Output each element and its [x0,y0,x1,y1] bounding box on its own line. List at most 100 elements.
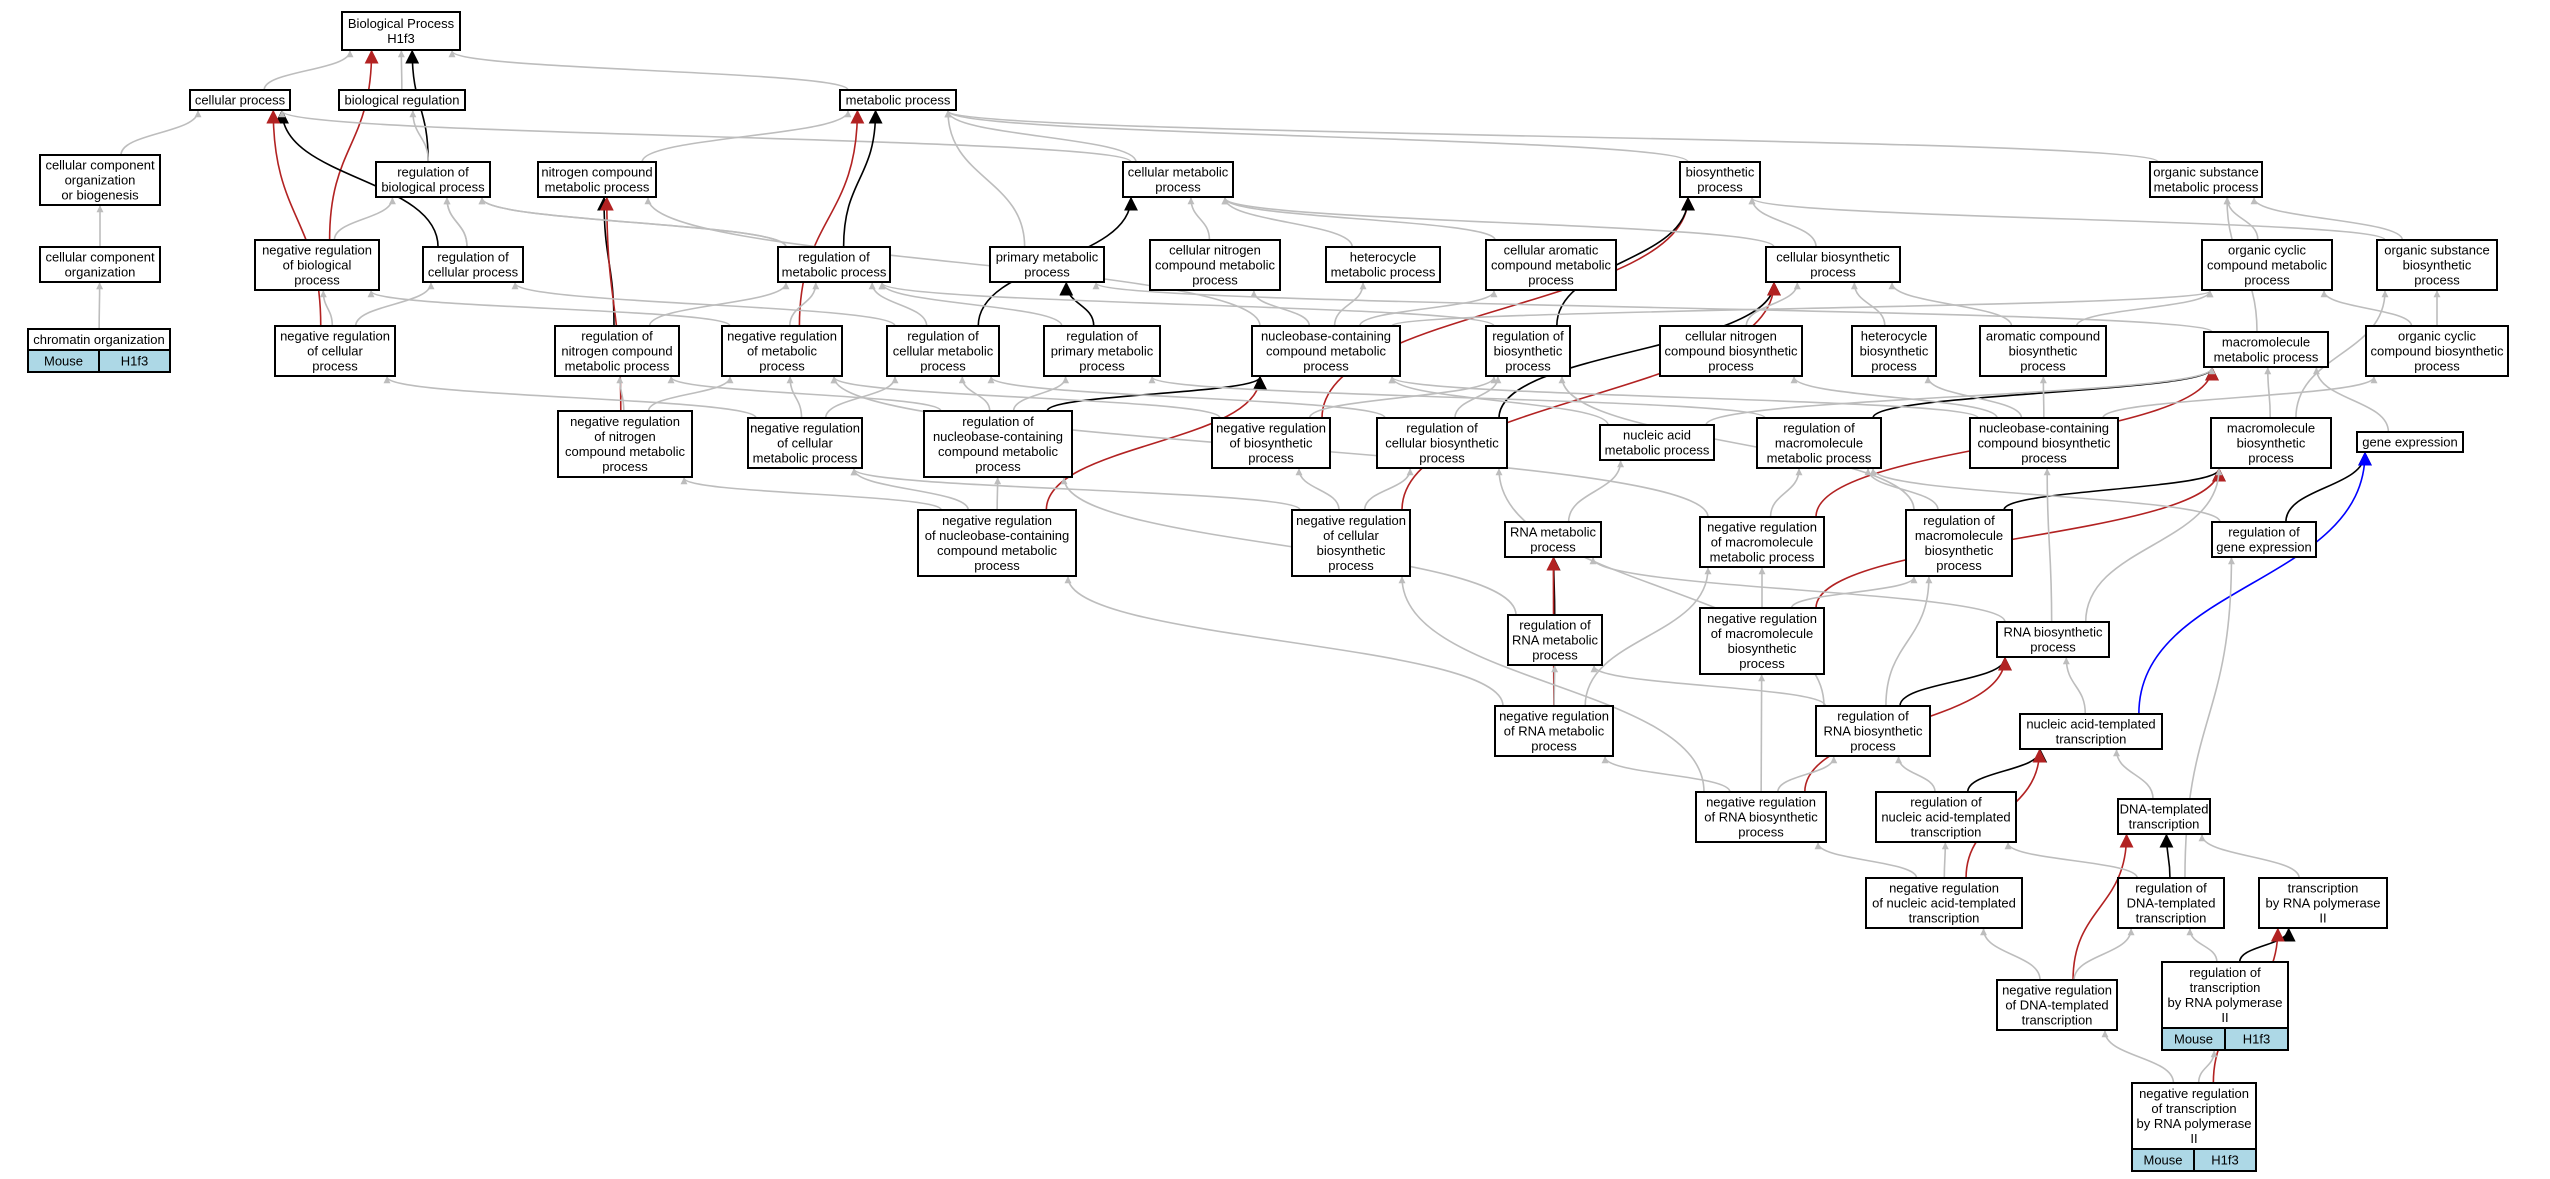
edge-is-a [1060,477,1517,616]
term-label-line: macromolecule [2227,421,2315,436]
term-label-line: chromatin organization [33,332,165,347]
go-term-cellular-process[interactable]: cellular process [189,89,291,111]
edge-is-a [1777,756,1838,793]
edge-is-a [1769,468,1803,518]
go-term-reg-nucleobase-cmp[interactable]: regulation ofnucleobase-containingcompou… [923,410,1073,478]
edge-is-a [1012,376,1070,412]
term-label-line: DNA-templated [2120,802,2209,817]
go-term-gene-expression[interactable]: gene expression [2356,431,2464,453]
term-box [2211,521,2317,558]
annotation-gene-label: H1f3 [2243,1032,2270,1047]
edge-is-a [1295,468,1340,511]
term-label-line: nitrogen compound [541,165,652,180]
go-term-reg-macromolecule-bp[interactable]: regulation ofmacromoleculebiosyntheticpr… [1905,509,2013,577]
edge-is-a [830,376,1221,419]
term-label-line: of metabolic [747,344,818,359]
edge-is-a [878,282,1063,327]
term-label-line: regulation of [2189,965,2261,980]
term-box [2203,331,2329,368]
term-label-line: regulation of [1492,329,1564,344]
term-label-line: metabolic process [565,359,670,374]
term-box [341,11,461,51]
term-box [2131,1082,2257,1150]
edge-is-a [1363,468,1414,511]
go-term-biological-regulation[interactable]: biological regulation [338,89,466,111]
term-box [1695,791,1827,843]
annotation-tag-cell [2193,1148,2257,1172]
term-box [557,410,693,478]
edge-is-a [1924,376,2023,419]
term-label-line: regulation of [1783,421,1855,436]
edge-is-a [511,282,896,327]
go-term-metabolic-process[interactable]: metabolic process [839,89,957,111]
term-label-line: heterocycle [1350,250,1416,265]
term-box [1851,325,1937,377]
term-label-line: negative regulation [1216,421,1326,436]
term-box [338,89,466,111]
term-label-line: of biological [283,258,352,273]
edge-is-a [1869,468,2221,523]
edge-negatively-regulates [599,196,622,412]
